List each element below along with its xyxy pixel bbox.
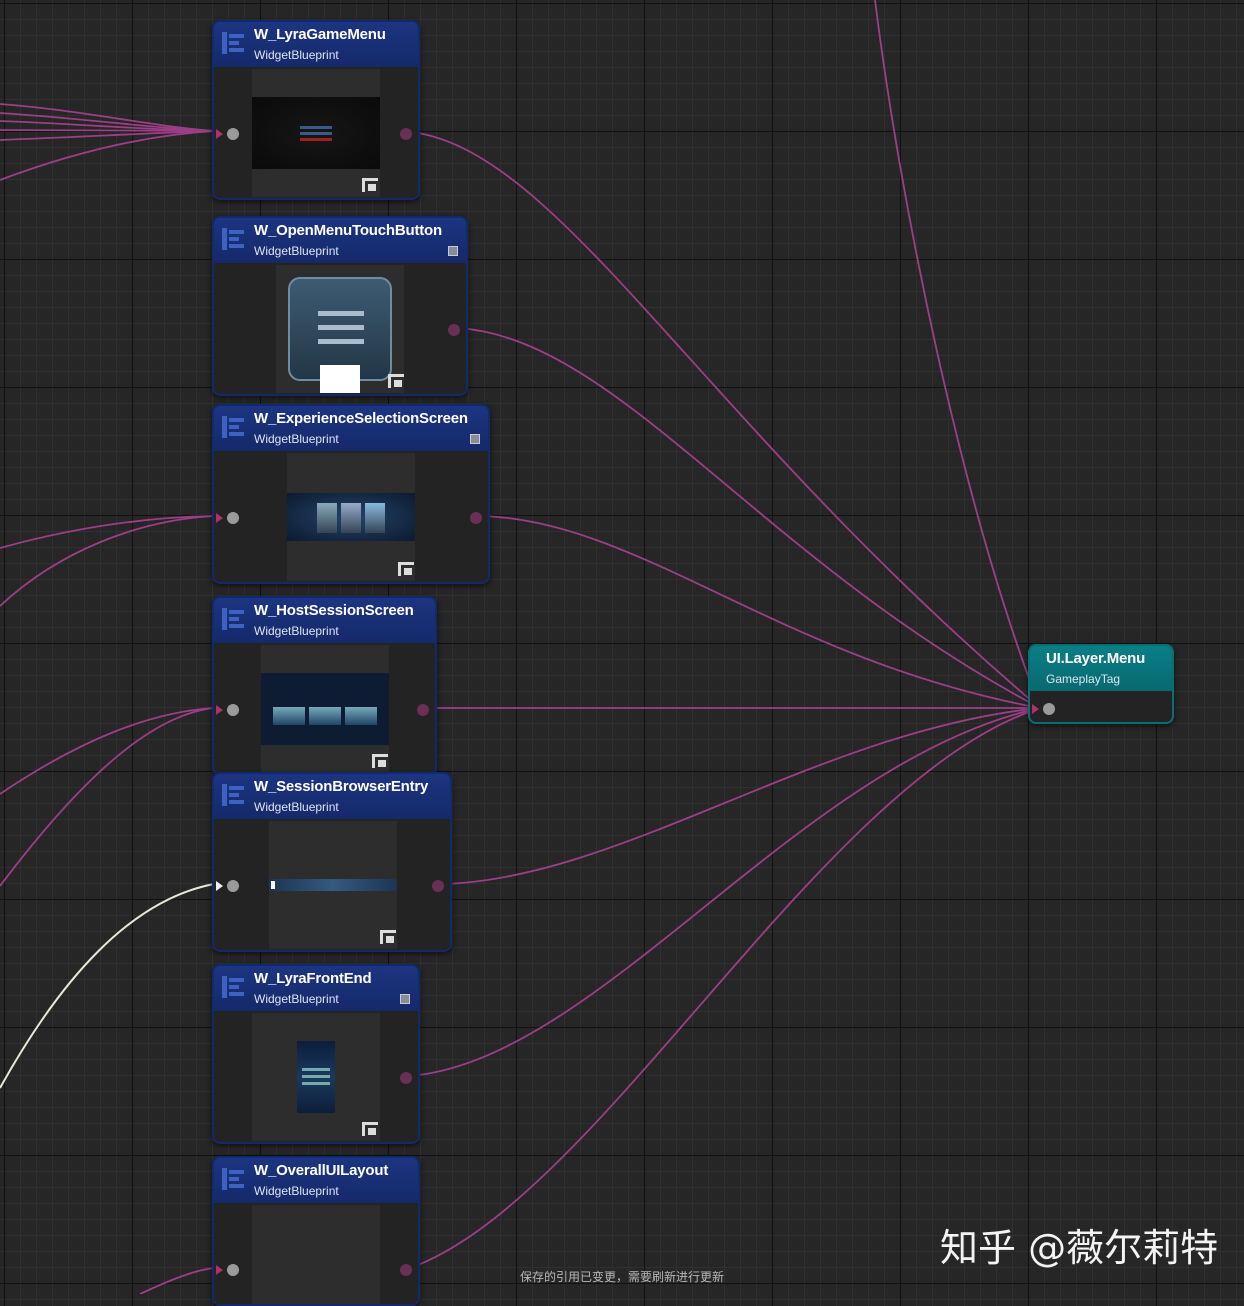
node-subtitle: WidgetBlueprint — [254, 1184, 339, 1198]
output-pin[interactable] — [400, 1264, 412, 1276]
output-pin[interactable] — [432, 880, 444, 892]
node-title: W_ExperienceSelectionScreen — [254, 410, 468, 427]
input-arrow-icon — [216, 129, 223, 139]
node-header[interactable]: W_ExperienceSelectionScreen WidgetBluepr… — [214, 406, 488, 451]
node-header[interactable]: W_OverallUILayout WidgetBlueprint — [214, 1158, 418, 1203]
blueprint-thumbnail — [287, 453, 415, 581]
input-pin[interactable] — [227, 1264, 239, 1276]
node-subtitle: WidgetBlueprint — [254, 432, 339, 446]
widget-blueprint-icon — [222, 32, 244, 54]
reference-icon — [398, 562, 414, 576]
widget-blueprint-icon — [222, 416, 244, 438]
input-arrow-icon — [216, 1265, 223, 1275]
widget-blueprint-icon — [222, 1168, 244, 1190]
reference-icon — [372, 754, 388, 768]
status-message: 保存的引用已变更，需要刷新进行更新 — [519, 1270, 724, 1284]
blueprint-thumbnail — [252, 1205, 380, 1304]
watermark: 知乎 @薇尔莉特 — [940, 1226, 1219, 1270]
node-subtitle: WidgetBlueprint — [254, 244, 339, 258]
widget-blueprint-icon — [222, 608, 244, 630]
reference-icon — [388, 374, 404, 388]
node-subtitle: WidgetBlueprint — [254, 800, 339, 814]
node-title: W_LyraFrontEnd — [254, 970, 372, 987]
widget-blueprint-icon — [222, 784, 244, 806]
widget-blueprint-icon — [222, 228, 244, 250]
blueprint-thumbnail — [252, 1013, 380, 1141]
output-pin[interactable] — [417, 704, 429, 716]
input-arrow-icon — [216, 705, 223, 715]
output-pin[interactable] — [470, 512, 482, 524]
output-pin[interactable] — [400, 128, 412, 140]
input-pin[interactable] — [227, 704, 239, 716]
node-header[interactable]: W_HostSessionScreen WidgetBlueprint — [214, 598, 435, 643]
input-arrow-icon — [216, 513, 223, 523]
output-pin[interactable] — [400, 1072, 412, 1084]
reference-icon — [362, 1122, 378, 1136]
node-header[interactable]: W_SessionBrowserEntry WidgetBlueprint — [214, 774, 450, 819]
blueprint-thumbnail — [261, 645, 389, 773]
node-header[interactable]: W_OpenMenuTouchButton WidgetBlueprint — [214, 218, 466, 263]
node-title: W_OpenMenuTouchButton — [254, 222, 442, 239]
widget-blueprint-icon — [222, 976, 244, 998]
input-pin[interactable] — [227, 880, 239, 892]
blueprint-thumbnail — [252, 69, 380, 197]
node-header[interactable]: UI.Layer.Menu GameplayTag — [1030, 646, 1172, 691]
node-title: W_OverallUILayout — [254, 1162, 389, 1179]
node-title: UI.Layer.Menu — [1046, 650, 1146, 667]
input-pin[interactable] — [1043, 703, 1055, 715]
blueprint-thumbnail — [269, 821, 397, 949]
node-title: W_HostSessionScreen — [254, 602, 414, 619]
widget-node-lyra-front-end[interactable]: W_LyraFrontEnd WidgetBlueprint — [212, 964, 420, 1144]
widget-node-lyra-game-menu[interactable]: W_LyraGameMenu WidgetBlueprint — [212, 20, 420, 200]
widget-node-overall-ui-layout[interactable]: W_OverallUILayout WidgetBlueprint — [212, 1156, 420, 1306]
gameplay-tag-node-ui-layer-menu[interactable]: UI.Layer.Menu GameplayTag — [1028, 644, 1174, 724]
input-arrow-icon — [1032, 704, 1039, 714]
node-title: W_SessionBrowserEntry — [254, 778, 429, 795]
node-subtitle: GameplayTag — [1046, 672, 1121, 686]
node-title: W_LyraGameMenu — [254, 26, 386, 43]
input-pin[interactable] — [227, 512, 239, 524]
widget-node-host-session-screen[interactable]: W_HostSessionScreen WidgetBlueprint — [212, 596, 437, 776]
node-subtitle: WidgetBlueprint — [254, 48, 339, 62]
input-arrow-icon — [216, 881, 223, 891]
node-header[interactable]: W_LyraFrontEnd WidgetBlueprint — [214, 966, 418, 1011]
reference-icon — [362, 178, 378, 192]
node-header[interactable]: W_LyraGameMenu WidgetBlueprint — [214, 22, 418, 67]
node-subtitle: WidgetBlueprint — [254, 624, 339, 638]
widget-node-session-browser-entry[interactable]: W_SessionBrowserEntry WidgetBlueprint — [212, 772, 452, 952]
copy-icon — [400, 994, 410, 1004]
widget-node-open-menu-touch-button[interactable]: W_OpenMenuTouchButton WidgetBlueprint — [212, 216, 468, 396]
copy-icon — [470, 434, 480, 444]
blueprint-thumbnail — [276, 265, 404, 393]
input-pin[interactable] — [227, 128, 239, 140]
reference-icon — [380, 930, 396, 944]
node-subtitle: WidgetBlueprint — [254, 992, 339, 1006]
output-pin[interactable] — [448, 324, 460, 336]
widget-node-experience-selection-screen[interactable]: W_ExperienceSelectionScreen WidgetBluepr… — [212, 404, 490, 584]
copy-icon — [448, 246, 458, 256]
